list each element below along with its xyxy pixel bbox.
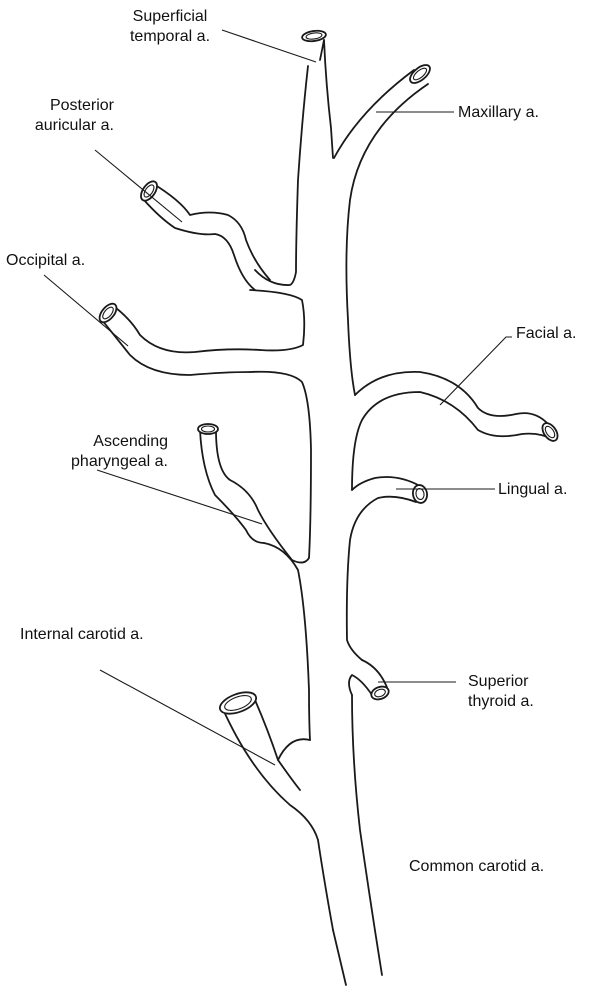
- internal-carotid-opening: [217, 688, 259, 718]
- common-carotid-left-wall: [333, 930, 346, 985]
- label-facial: Facial a.: [516, 324, 606, 344]
- maxillary-inner-wall: [346, 84, 428, 395]
- label-lingual: Lingual a.: [498, 480, 604, 500]
- superior-thyroid-lower-wall: [349, 675, 372, 695]
- leader-internal-carotid: [100, 670, 275, 765]
- facial-inner-wall: [352, 392, 554, 490]
- label-superficial-temporal: Superficial temporal a.: [110, 7, 230, 47]
- internal-carotid-inner: [255, 700, 310, 760]
- internal-carotid-outer: [222, 707, 333, 930]
- trunk-left-wall-low: [264, 543, 310, 740]
- trunk-left-wall: [255, 66, 308, 285]
- posterior-auricular-opening: [138, 179, 160, 204]
- maxillary-opening: [407, 62, 433, 87]
- trunk-left-wall-mid: [250, 290, 304, 350]
- label-occipital: Occipital a.: [6, 251, 126, 271]
- ascending-pharyngeal-opening: [198, 424, 218, 434]
- label-ascending-pharyngeal: Ascending pharyngeal a.: [40, 432, 168, 472]
- lingual-upper-wall: [352, 477, 420, 490]
- trunk-right-wall-facial: [355, 372, 548, 424]
- superficial-temporal-right-wall: [320, 40, 324, 60]
- label-maxillary: Maxillary a.: [458, 103, 578, 123]
- label-common-carotid: Common carotid a.: [409, 857, 599, 877]
- posterior-auricular-upper-wall: [152, 183, 270, 280]
- facial-opening: [539, 420, 560, 443]
- occipital-upper-wall: [112, 305, 260, 352]
- superficial-temporal-opening: [301, 29, 326, 42]
- internal-carotid-crotch: [278, 760, 300, 790]
- lingual-lower-wall: [347, 497, 416, 660]
- trunk-left-wall-mid2: [250, 372, 311, 563]
- label-posterior-auricular: Posterior auricular a.: [10, 96, 114, 136]
- ascending-pharyngeal-left-wall: [200, 430, 264, 543]
- trunk-right-wall-upper: [334, 70, 414, 158]
- label-internal-carotid: Internal carotid a.: [20, 625, 200, 645]
- leader-facial: [440, 337, 512, 405]
- occipital-lower-wall: [102, 320, 250, 375]
- leader-ascending-pharyngeal: [97, 470, 262, 524]
- common-carotid-right-wall: [352, 695, 382, 975]
- leader-posterior-auricular: [95, 150, 182, 222]
- external-carotid-left-wall: [324, 40, 333, 158]
- label-superior-thyroid: Superior thyroid a.: [468, 672, 588, 712]
- leader-superficial-temporal: [222, 30, 316, 62]
